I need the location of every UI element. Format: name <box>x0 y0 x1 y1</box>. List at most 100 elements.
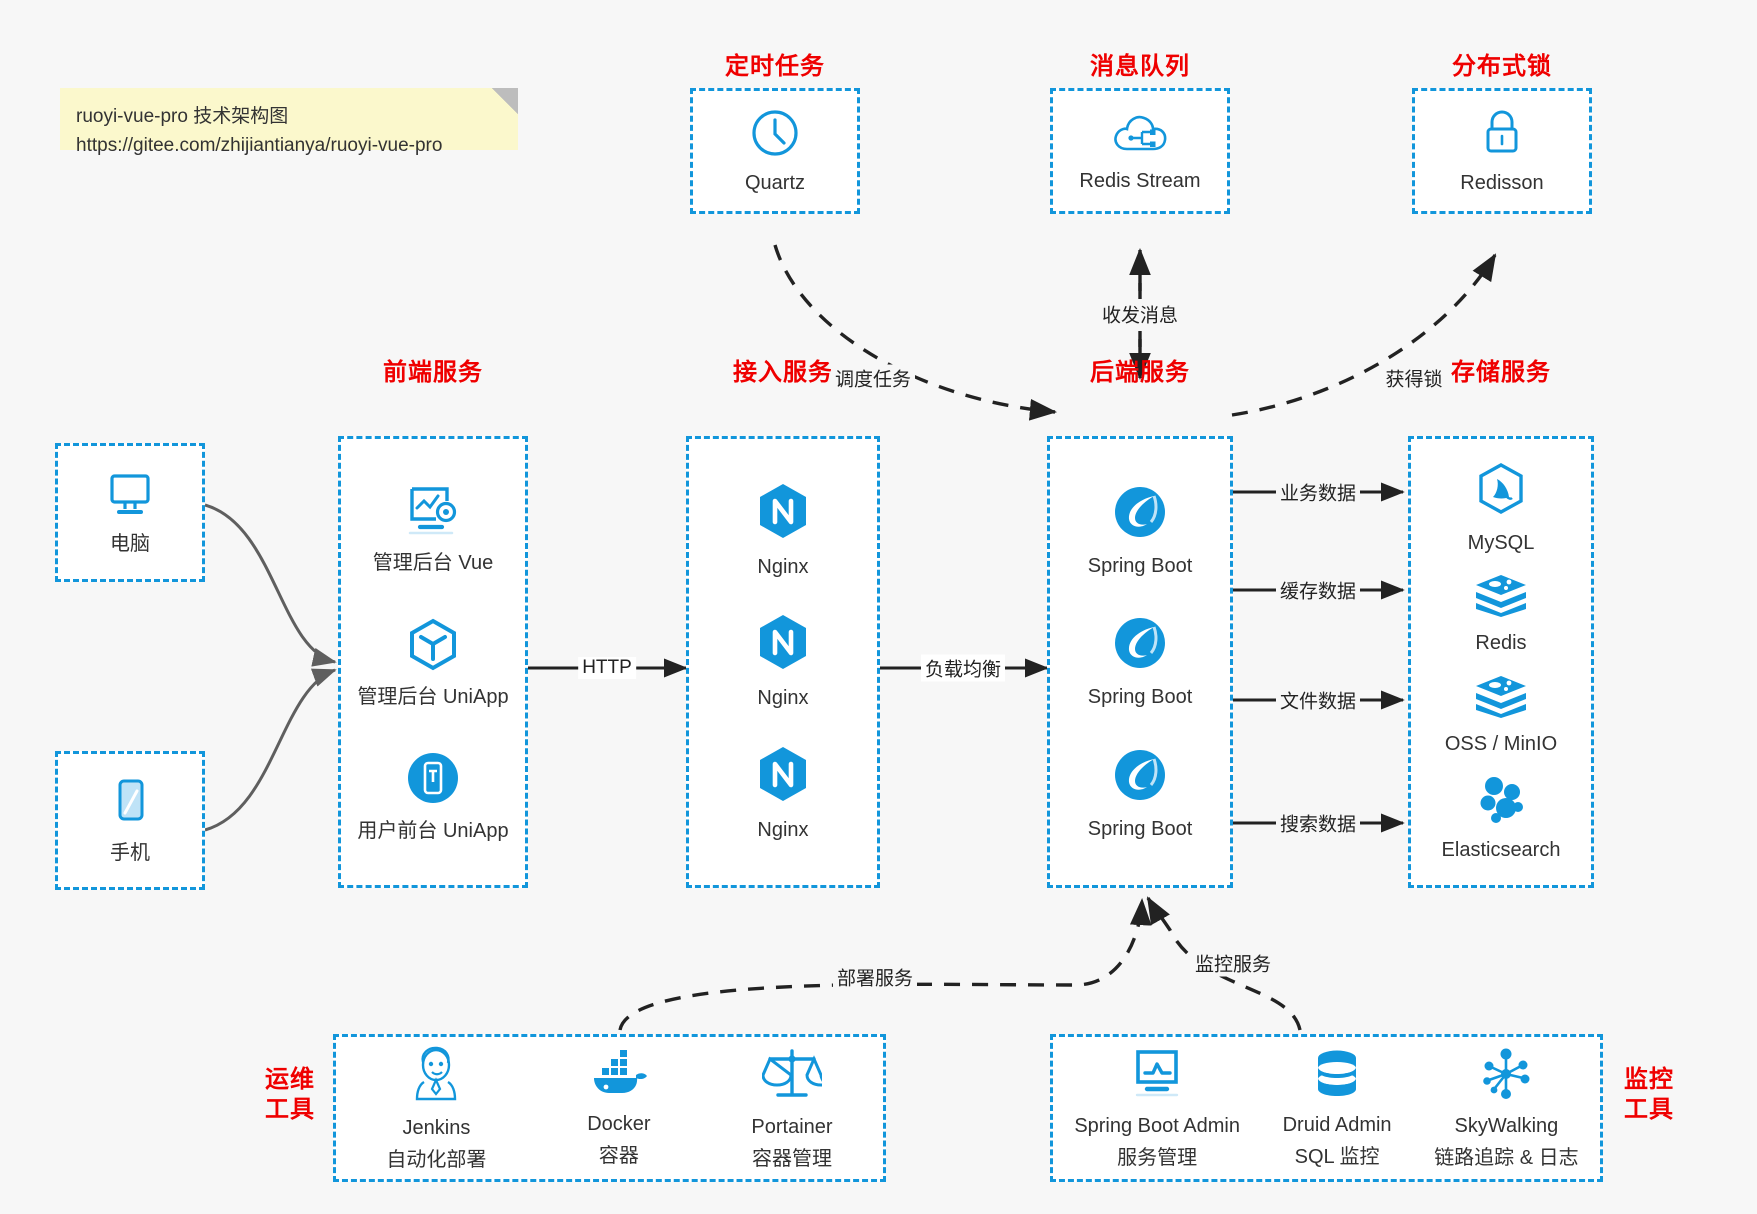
group-box-mq: Redis Stream <box>1050 88 1230 214</box>
node-skywalking[interactable]: SkyWalking 链路追踪 & 日志 <box>1434 1046 1579 1171</box>
node-redis[interactable]: Redis <box>1472 571 1530 656</box>
mysql-icon <box>1473 461 1529 524</box>
edge-label-cache-data: 缓存数据 <box>1275 576 1361 604</box>
node-quartz[interactable]: Quartz <box>745 107 805 196</box>
node-sublabel: SQL 监控 <box>1294 1145 1380 1168</box>
monitor-chart-icon <box>1127 1046 1187 1107</box>
node-label: 用户前台 UniApp <box>357 819 509 842</box>
monitor-title-line1: 监控 <box>1624 1066 1674 1093</box>
edge-label-schedule: 调度任务 <box>830 364 916 392</box>
phone-app-icon <box>404 749 462 812</box>
node-portainer[interactable]: Portainer 容器管理 <box>751 1045 833 1172</box>
spring-icon <box>1110 613 1170 678</box>
note-line-2: https://gitee.com/zhijiantianya/ruoyi-vu… <box>76 135 443 157</box>
jenkins-icon <box>407 1044 465 1109</box>
spring-icon <box>1110 745 1170 810</box>
node-elasticsearch[interactable]: Elasticsearch <box>1441 772 1561 863</box>
node-label: Docker <box>587 1112 651 1135</box>
node-label: MySQL <box>1467 531 1535 554</box>
node-sublabel: 容器 <box>598 1144 639 1167</box>
node-user-uniapp[interactable]: 用户前台 UniApp <box>357 749 509 844</box>
edge-label-http: HTTP <box>578 657 636 679</box>
node-admin-uniapp[interactable]: 管理后台 UniApp <box>357 615 509 710</box>
node-sublabel: 链路追踪 & 日志 <box>1434 1146 1579 1169</box>
group-title-lock: 分布式锁 <box>1452 53 1552 80</box>
nginx-icon <box>755 744 811 811</box>
node-nginx-2[interactable]: Nginx <box>755 612 811 711</box>
database-icon <box>1309 1047 1365 1106</box>
node-label: Portainer <box>751 1115 833 1138</box>
node-label: Nginx <box>757 687 809 710</box>
node-mobile[interactable]: 手机 <box>106 775 154 866</box>
group-title-gateway: 接入服务 <box>733 359 833 386</box>
devops-title-line2: 工具 <box>265 1096 315 1123</box>
clock-icon <box>749 107 801 164</box>
node-label: 手机 <box>110 842 150 864</box>
node-spring-boot-3[interactable]: Spring Boot <box>1087 745 1193 842</box>
node-label: 电脑 <box>110 533 150 555</box>
group-title-frontend: 前端服务 <box>383 359 483 386</box>
group-title-devops: 运维 工具 <box>255 1065 325 1125</box>
node-spring-boot-admin[interactable]: Spring Boot Admin 服务管理 <box>1074 1046 1240 1171</box>
node-label: 管理后台 UniApp <box>357 685 509 708</box>
cloud-stream-icon <box>1111 109 1169 162</box>
nginx-icon <box>755 481 811 548</box>
edge-label-biz-data: 业务数据 <box>1275 478 1361 506</box>
node-label: SkyWalking <box>1454 1114 1559 1137</box>
node-spring-boot-1[interactable]: Spring Boot <box>1087 482 1193 579</box>
edge-label-monitoring: 监控服务 <box>1190 949 1276 977</box>
group-box-gateway: Nginx Nginx Nginx <box>686 436 880 888</box>
group-box-scheduler: Quartz <box>690 88 860 214</box>
edge-label-deploy: 部署服务 <box>832 963 918 991</box>
node-nginx-1[interactable]: Nginx <box>755 481 811 580</box>
elasticsearch-icon <box>1472 772 1530 831</box>
group-box-devops: Jenkins 自动化部署 Docker 容器 <box>333 1034 886 1182</box>
node-redis-stream[interactable]: Redis Stream <box>1079 109 1201 194</box>
node-label: Nginx <box>757 818 809 841</box>
node-label: Quartz <box>744 171 806 194</box>
edge-label-file-data: 文件数据 <box>1275 686 1361 714</box>
group-title-storage: 存储服务 <box>1451 359 1551 386</box>
docker-icon <box>588 1048 650 1105</box>
node-label: Elasticsearch <box>1441 839 1561 862</box>
redis-icon <box>1472 571 1530 624</box>
devops-title-line1: 运维 <box>265 1066 315 1093</box>
node-spring-boot-2[interactable]: Spring Boot <box>1087 613 1193 710</box>
node-mysql[interactable]: MySQL <box>1467 461 1535 556</box>
node-nginx-3[interactable]: Nginx <box>755 744 811 843</box>
node-label: Spring Boot <box>1087 817 1193 840</box>
node-label: Redis <box>1475 632 1527 655</box>
node-label: Spring Boot <box>1087 555 1193 578</box>
edge-label-get-lock: 获得锁 <box>1381 364 1447 392</box>
node-sublabel: 自动化部署 <box>386 1148 487 1171</box>
group-title-backend: 后端服务 <box>1090 359 1190 386</box>
node-sublabel: 服务管理 <box>1117 1146 1198 1169</box>
node-admin-vue[interactable]: 管理后台 Vue <box>373 481 493 576</box>
node-oss-minio[interactable]: OSS / MinIO <box>1445 672 1557 757</box>
cube-icon <box>404 615 462 678</box>
note-fold-icon <box>492 88 518 114</box>
node-label: OSS / MinIO <box>1444 732 1558 755</box>
edge-label-mq-msg: 收发消息 <box>1097 300 1183 328</box>
note-line-1: ruoyi-vue-pro 技术架构图 <box>76 106 289 127</box>
group-box-monitor: Spring Boot Admin 服务管理 Druid Admin SQL 监… <box>1050 1034 1603 1182</box>
node-sublabel: 容器管理 <box>752 1147 832 1170</box>
group-box-storage: MySQL Redis <box>1408 436 1594 888</box>
node-desktop[interactable]: 电脑 <box>101 468 159 557</box>
node-redisson[interactable]: Redisson <box>1460 107 1544 196</box>
monitor-title-line2: 工具 <box>1624 1096 1674 1123</box>
node-label: Spring Boot <box>1087 686 1193 709</box>
node-druid-admin[interactable]: Druid Admin SQL 监控 <box>1283 1047 1392 1170</box>
node-label: 管理后台 Vue <box>372 551 494 574</box>
node-docker[interactable]: Docker 容器 <box>587 1048 651 1169</box>
node-jenkins[interactable]: Jenkins 自动化部署 <box>386 1044 486 1173</box>
diagram-note: ruoyi-vue-pro 技术架构图 https://gitee.com/zh… <box>60 88 518 156</box>
node-label: Spring Boot Admin <box>1074 1114 1240 1137</box>
lock-icon <box>1478 107 1526 164</box>
group-title-monitor: 监控 工具 <box>1614 1065 1684 1125</box>
group-box-lock: Redisson <box>1412 88 1592 214</box>
group-box-client-desktop: 电脑 <box>55 443 205 582</box>
group-box-client-mobile: 手机 <box>55 751 205 890</box>
mobile-icon <box>106 775 154 834</box>
